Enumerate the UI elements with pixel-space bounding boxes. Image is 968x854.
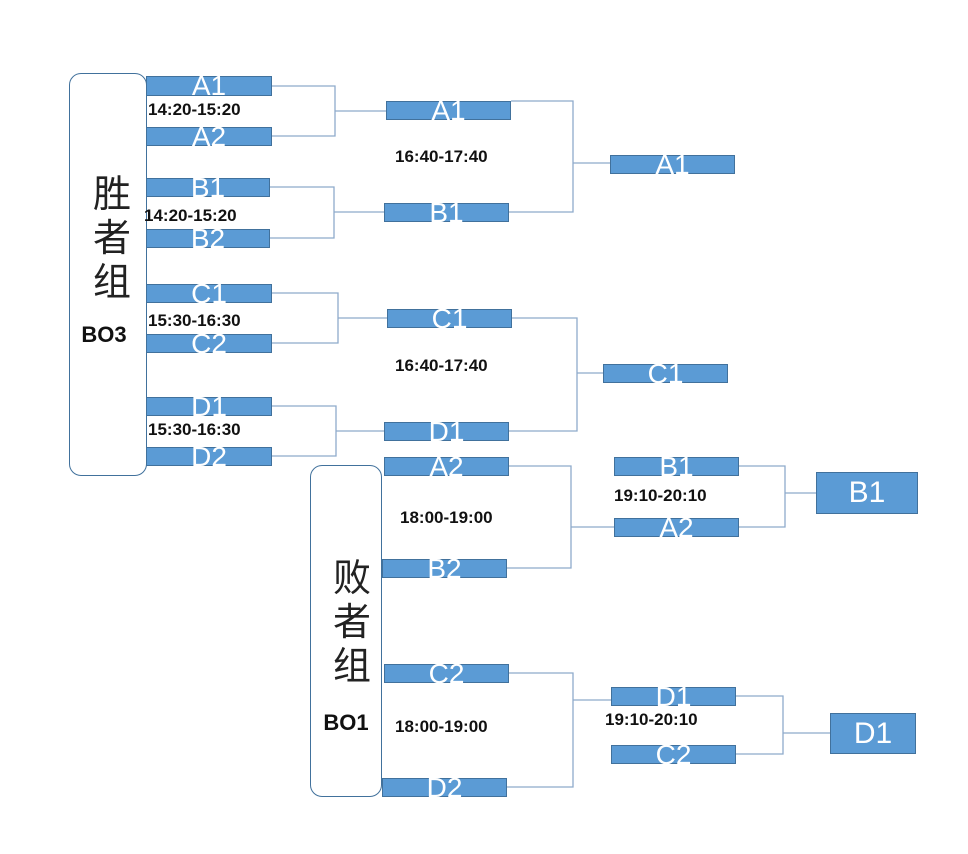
match-time: 18:00-19:00 — [400, 508, 493, 527]
connector-cd — [509, 317, 603, 432]
match-time: 19:10-20:10 — [605, 710, 698, 729]
connector-c — [272, 292, 387, 344]
winners-r2-slot: D1 — [384, 418, 509, 446]
winners-r3-slot: C1 — [603, 360, 728, 388]
connector-ab — [509, 100, 610, 213]
winners-group-box — [69, 73, 147, 476]
winners-r1-slot: A1 — [146, 72, 272, 100]
winners-group-title: 胜者组 — [92, 172, 131, 304]
winners-r1-slot: A2 — [146, 123, 272, 151]
connector-b — [270, 186, 384, 239]
match-time: 14:20-15:20 — [144, 206, 237, 225]
losers-group-format: BO1 — [323, 710, 369, 735]
connector-d — [272, 405, 384, 457]
match-time: 18:00-19:00 — [395, 717, 488, 736]
match-time: 15:30-16:30 — [148, 311, 241, 330]
winners-r2-slot: B1 — [384, 199, 509, 227]
losers-group-box — [310, 465, 382, 797]
losers-r2-slot: B1 — [614, 453, 739, 481]
losers-r1-slot: D2 — [382, 774, 507, 802]
losers-r1-slot: B2 — [382, 555, 507, 583]
match-time: 16:40-17:40 — [395, 356, 488, 375]
connector-a — [272, 85, 386, 137]
connector-loser-final-bottom — [736, 695, 830, 755]
winners-r1-slot: D1 — [146, 393, 272, 421]
winners-r1-slot: C2 — [146, 330, 272, 358]
losers-r1-slot: C2 — [384, 660, 509, 688]
match-time: 19:10-20:10 — [614, 486, 707, 505]
winners-group-format: BO3 — [81, 322, 127, 347]
connector-loser-bottom — [507, 672, 611, 788]
losers-r2-slot: A2 — [614, 514, 739, 542]
connector-loser-top — [507, 465, 614, 569]
match-time: 14:20-15:20 — [148, 100, 241, 119]
winners-r1-slot: C1 — [146, 280, 272, 308]
losers-r2-slot: C2 — [611, 741, 736, 769]
match-time: 15:30-16:30 — [148, 420, 241, 439]
winners-r2-slot: C1 — [387, 305, 512, 333]
losers-group-title: 败者组 — [332, 556, 371, 688]
losers-final-slot: D1 — [830, 713, 916, 754]
winners-r1-slot: B2 — [146, 225, 270, 253]
losers-final-slot: B1 — [816, 472, 918, 514]
losers-r1-slot: A2 — [384, 453, 509, 481]
winners-r1-slot: D2 — [146, 443, 272, 471]
winners-r3-slot: A1 — [610, 151, 735, 179]
connector-loser-final-top — [739, 465, 816, 528]
match-time: 16:40-17:40 — [395, 147, 488, 166]
winners-r2-slot: A1 — [386, 97, 511, 125]
losers-r2-slot: D1 — [611, 683, 736, 711]
winners-r1-slot: B1 — [146, 174, 270, 202]
